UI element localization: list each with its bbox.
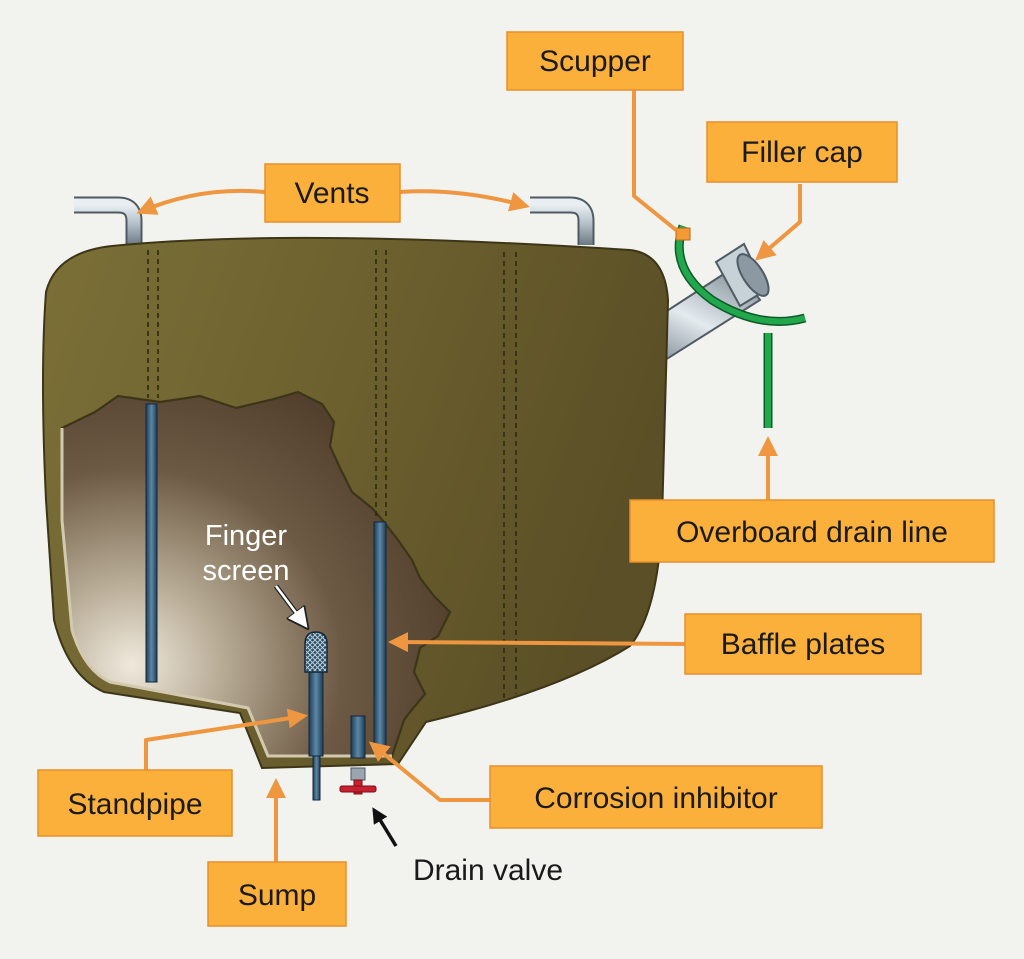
label-scupper-text: Scupper: [539, 45, 651, 78]
label-baffle-plates-text: Baffle plates: [721, 628, 886, 661]
label-drain-valve: Drain valve: [413, 854, 563, 887]
drain-valve-arrow: [372, 807, 398, 847]
label-finger-screen-line2: screen: [202, 555, 289, 587]
label-overboard-drain-line: Overboard drain line: [629, 499, 995, 563]
label-sump: Sump: [207, 861, 347, 927]
scupper-drain-pipe: [674, 224, 807, 428]
drain-valve: [339, 767, 377, 795]
label-sump-text: Sump: [238, 879, 316, 912]
baffle-dash-lines: [147, 250, 517, 698]
label-vents: Vents: [264, 163, 401, 223]
standpipe: [304, 631, 328, 801]
label-baffle-plates: Baffle plates: [684, 613, 922, 675]
label-overboard-drain-line-text: Overboard drain line: [676, 516, 948, 549]
label-filler-cap: Filler cap: [706, 121, 898, 183]
label-vents-text: Vents: [294, 177, 369, 210]
label-corrosion-inhibitor-text: Corrosion inhibitor: [534, 782, 777, 815]
label-corrosion-inhibitor: Corrosion inhibitor: [489, 765, 823, 829]
leader-lines: [136, 90, 802, 862]
corrosion-inhibitor: [350, 715, 366, 759]
label-filler-cap-text: Filler cap: [741, 136, 863, 169]
vent-right: [530, 196, 595, 245]
label-finger-screen-line1: Finger: [205, 520, 288, 552]
label-scupper: Scupper: [506, 31, 684, 91]
label-standpipe-text: Standpipe: [67, 788, 202, 821]
baffle-plate-right: [373, 521, 387, 751]
baffle-plate-left: [145, 403, 158, 683]
label-standpipe: Standpipe: [37, 769, 233, 837]
filler-neck: [648, 242, 770, 364]
vent-left: [74, 196, 143, 245]
